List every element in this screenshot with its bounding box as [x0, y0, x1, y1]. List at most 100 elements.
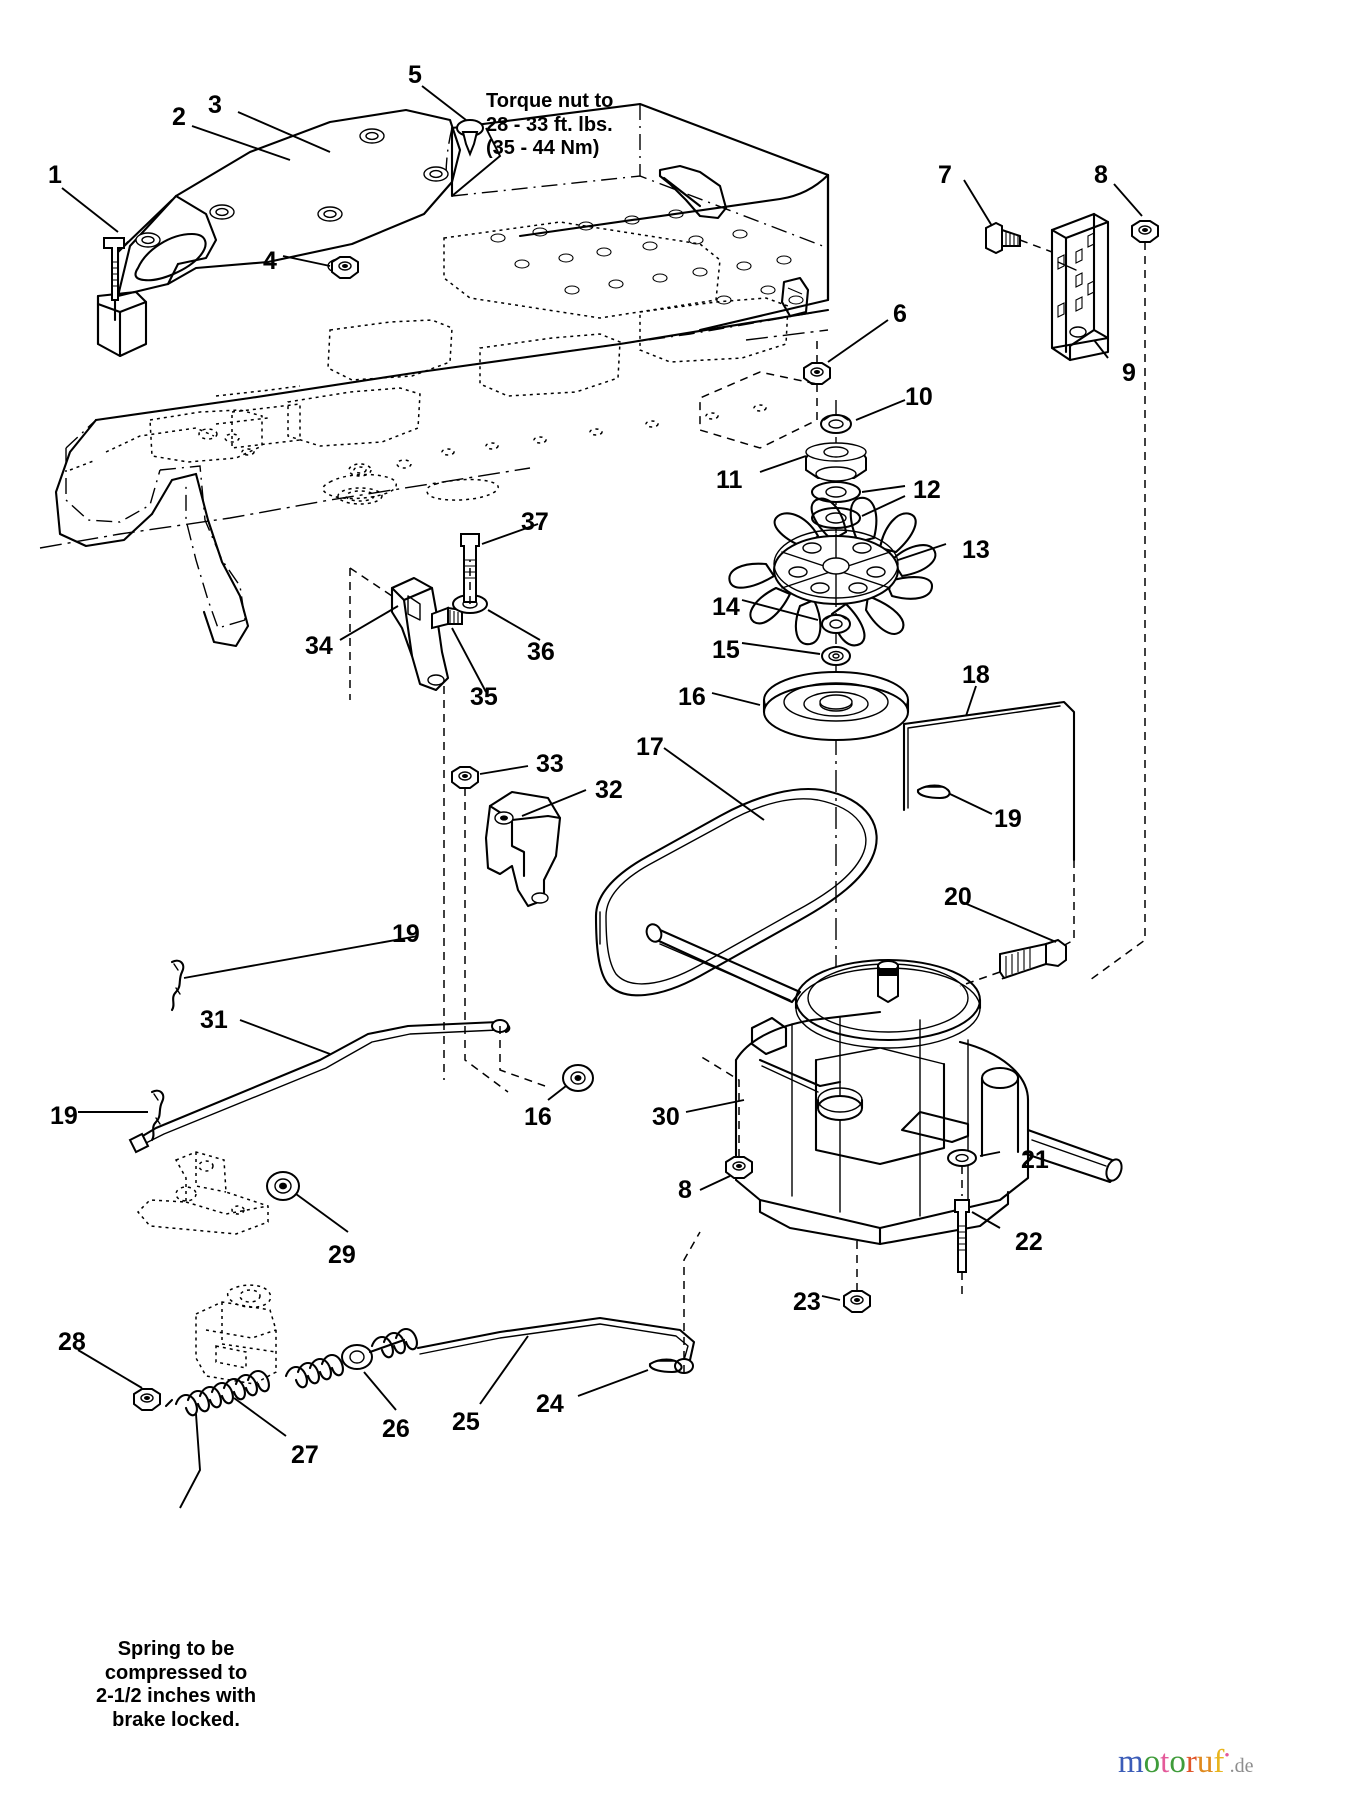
callout-number-15: 15: [712, 636, 740, 664]
callout-number-35: 35: [470, 683, 498, 711]
part-8-nut-lower: [725, 1156, 753, 1179]
leader-15: [741, 642, 821, 655]
callout-number-29: 29: [328, 1241, 356, 1269]
part-34-arm: [390, 576, 450, 692]
watermark-dot-icon: •: [1224, 1748, 1230, 1764]
watermark-tld: .de: [1229, 1755, 1254, 1777]
leader-32: [521, 789, 587, 817]
part-11-hub: [805, 442, 867, 482]
watermark-letter: o: [1143, 1744, 1161, 1780]
callout-number-9: 9: [1122, 359, 1136, 387]
leader-18: [965, 685, 977, 717]
watermark-letter: f: [1213, 1744, 1225, 1780]
part-33-nut: [451, 766, 479, 789]
leader-20: [961, 901, 1057, 943]
part-16-bushing-lower: [562, 1064, 594, 1092]
callout-number-31: 31: [200, 1006, 228, 1034]
part-29-bracket: [136, 1151, 269, 1235]
leader-28: [77, 1349, 143, 1389]
leader-1: [61, 187, 119, 233]
leader-5: [421, 85, 467, 121]
callout-number-18: 18: [962, 661, 990, 689]
callout-number-21: 21: [1021, 1146, 1049, 1174]
part-13-fan: [728, 496, 937, 647]
leader-spring-note: [179, 1413, 201, 1509]
callout-number-5: 5: [408, 61, 422, 89]
brake-lever-assembly: [195, 1284, 277, 1385]
spring-note: Spring to be compressed to 2-1/2 inches …: [96, 1638, 257, 1731]
part-19-clip-right: [916, 784, 951, 800]
callout-number-32: 32: [595, 776, 623, 804]
leader-11: [759, 455, 807, 473]
leader-25: [479, 1335, 529, 1405]
leader-6: [827, 319, 889, 363]
leader-10: [855, 399, 906, 421]
leader-2: [191, 125, 291, 161]
callout-number-34: 34: [305, 632, 333, 660]
part-22-bolt: [954, 1199, 970, 1273]
leader-36: [487, 609, 541, 641]
fan-pulley-stack: [711, 399, 947, 1010]
watermark-letter: u: [1196, 1744, 1214, 1780]
part-1-bolt: [103, 237, 125, 322]
callout-number-37: 37: [521, 508, 549, 536]
part-28-nut: [133, 1388, 161, 1411]
part-19-clip-mid: [170, 959, 185, 1012]
callout-number-30: 30: [652, 1103, 680, 1131]
callout-number-16: 16: [678, 683, 706, 711]
part-21-washer: [947, 1149, 977, 1167]
callout-number-24: 24: [536, 1390, 564, 1418]
leader-27: [233, 1397, 287, 1437]
part-15-washer: [821, 646, 851, 666]
callout-number-6: 6: [893, 300, 907, 328]
leader-4: [282, 255, 331, 267]
part-12-washers: [811, 481, 861, 529]
leader-16: [711, 692, 761, 706]
part-8-nut-top: [1131, 220, 1159, 243]
callout-number-28: 28: [58, 1328, 86, 1356]
callout-number-7: 7: [938, 161, 952, 189]
watermark-letter: m: [1118, 1744, 1144, 1780]
callout-number-8: 8: [678, 1176, 692, 1204]
leader-30: [685, 1099, 745, 1113]
callout-number-23: 23: [793, 1288, 821, 1316]
assembly-dash-6: [699, 371, 818, 449]
callout-number-27: 27: [291, 1441, 319, 1469]
part-7-bolt: [985, 221, 1021, 255]
callout-number-4: 4: [263, 247, 277, 275]
leader-9: [1093, 339, 1109, 359]
callout-number-10: 10: [905, 383, 933, 411]
leader-3: [237, 111, 331, 153]
part-6-nut: [803, 362, 831, 385]
part-29-washer: [266, 1171, 300, 1201]
callout-number-8: 8: [1094, 161, 1108, 189]
leader-17: [663, 747, 765, 821]
leader-7: [963, 179, 993, 227]
leader-19-mid: [183, 935, 419, 979]
callout-number-19: 19: [392, 920, 420, 948]
part-17-belt: [594, 787, 878, 997]
watermark-letter: r: [1185, 1744, 1197, 1780]
callout-number-36: 36: [527, 638, 555, 666]
leader-26: [363, 1371, 397, 1411]
leader-33: [479, 765, 529, 775]
callout-number-11: 11: [716, 466, 743, 494]
leader-13: [897, 543, 947, 561]
leader-24: [577, 1369, 649, 1397]
leader-35: [451, 627, 487, 693]
callout-number-3: 3: [208, 91, 222, 119]
part-3-panel: [96, 108, 462, 358]
callout-number-12: 12: [913, 476, 941, 504]
callout-number-14: 14: [712, 593, 740, 621]
assembly-dash-33: [464, 788, 509, 1093]
callout-number-1: 1: [48, 161, 62, 189]
part-20-bolt: [999, 938, 1067, 980]
leader-12a: [861, 485, 906, 493]
callout-number-22: 22: [1015, 1228, 1043, 1256]
leader-19-right: [949, 793, 993, 815]
leader-29: [295, 1193, 349, 1233]
leader-34: [339, 605, 399, 641]
part-4-nut: [331, 256, 359, 279]
leader-8-lower: [699, 1175, 731, 1191]
